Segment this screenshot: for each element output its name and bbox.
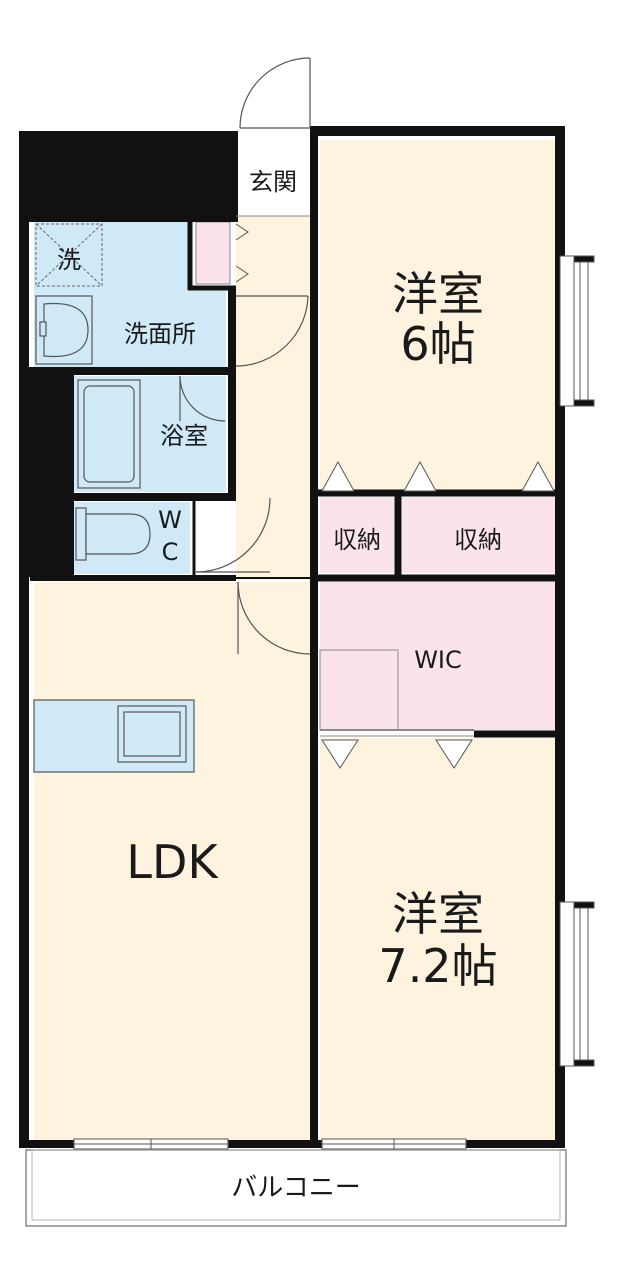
window-room1 — [559, 255, 595, 407]
wic-doors — [321, 739, 473, 769]
wc-door — [195, 497, 271, 573]
wc-label-bottom: C — [162, 538, 179, 566]
structure-block-top — [24, 131, 236, 222]
wash-basin-icon — [35, 295, 93, 365]
wc-label-top: W — [158, 506, 182, 534]
western-room-2-size: 7.2帖 — [378, 939, 497, 993]
balcony-window-room2 — [321, 1138, 467, 1150]
shoe-cabinet — [195, 221, 231, 285]
balcony-label: バルコニー — [231, 1173, 360, 1203]
balcony-window-ldk — [73, 1138, 229, 1150]
washroom-door — [235, 295, 309, 367]
washer-label: 洗 — [57, 246, 81, 274]
balcony-outline — [25, 1149, 567, 1227]
bath-door — [179, 375, 226, 422]
entrance-door — [239, 57, 311, 129]
washer-pan — [35, 223, 103, 287]
balcony-inner — [31, 1149, 561, 1221]
structure-block-left — [24, 367, 74, 577]
kitchen-counter — [33, 699, 195, 773]
western-room-1-size: 6帖 — [400, 317, 475, 371]
storage-2-label: 収納 — [454, 526, 502, 554]
bath-label: 浴室 — [160, 422, 208, 450]
entrance-floor — [236, 140, 310, 216]
ldk-label: LDK — [126, 835, 219, 889]
bathtub-icon — [77, 379, 141, 489]
western-room-2-name: 洋室 — [392, 887, 484, 941]
ldk-door — [237, 581, 311, 655]
western-room-1-floor — [320, 140, 556, 493]
western-room-2-floor — [320, 738, 556, 1140]
entrance-label: 玄関 — [249, 168, 297, 196]
western-room-1-name: 洋室 — [392, 267, 484, 321]
wic-floor — [320, 582, 556, 730]
window-room2 — [559, 901, 595, 1067]
storage-1-floor — [320, 497, 394, 573]
shoe-cabinet-doors — [235, 223, 249, 283]
wic-label: WIC — [414, 646, 462, 674]
storage-1-label: 収納 — [333, 526, 381, 554]
toilet-icon — [75, 507, 151, 561]
storage-2-floor — [402, 497, 556, 573]
closet-doors-room1 — [321, 460, 555, 492]
washroom-label: 洗面所 — [124, 320, 196, 348]
ldk-floor — [34, 582, 310, 1140]
interior-walls — [30, 222, 560, 738]
